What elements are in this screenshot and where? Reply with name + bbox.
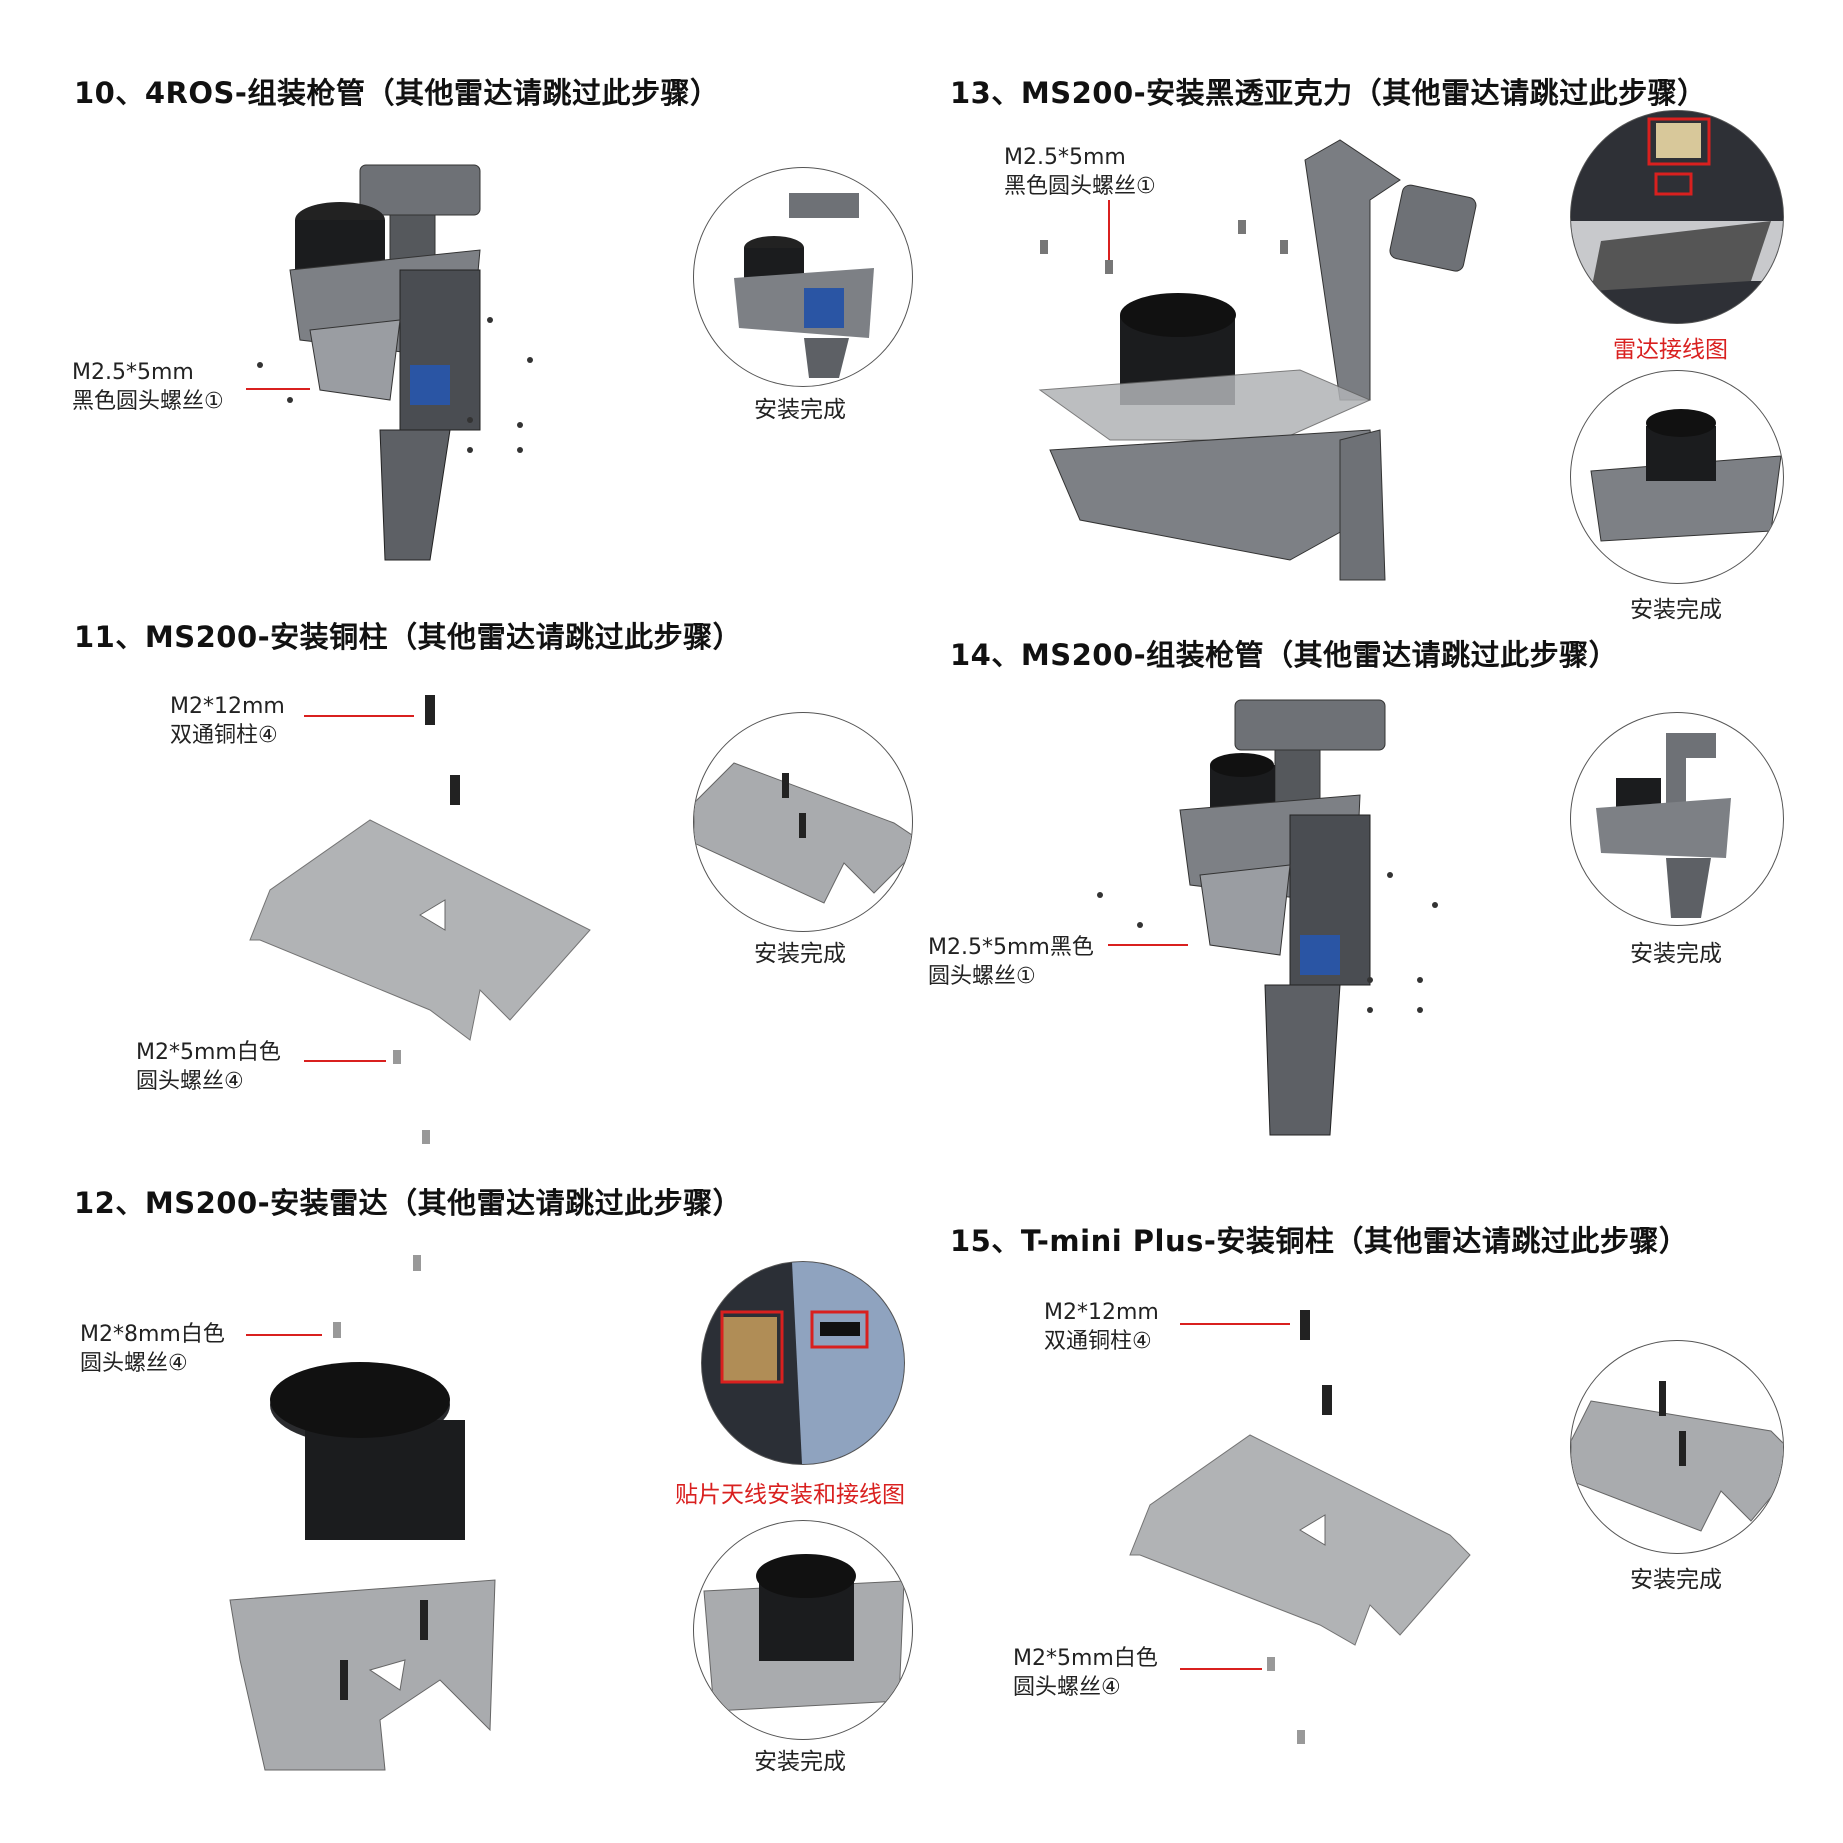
step-11-standoff-leader [304,715,414,717]
step-11-title: 11、MS200-安装铜柱（其他雷达请跳过此步骤） [74,620,743,654]
step-12-screw-label: M2*8mm白色 圆头螺丝④ [80,1322,225,1376]
step-12-complete-circle [693,1520,913,1740]
step-13-complete-circle [1570,370,1784,584]
step-15-screw-leader [1180,1668,1262,1670]
step-10-complete-circle [693,167,913,387]
step-11-complete-label: 安装完成 [754,941,846,967]
step-14-leader-line [1108,944,1188,946]
step-11-plate-illustration [249,695,591,1144]
step-11-standoff-label: M2*12mm 双通铜柱④ [170,694,285,748]
step-10-leader-line [246,388,310,390]
step-15-complete-label: 安装完成 [1630,1567,1722,1593]
step-13-title: 13、MS200-安装黑透亚克力（其他雷达请跳过此步骤） [950,76,1707,110]
step-15-standoff-leader [1180,1323,1290,1325]
step-15-screw-label: M2*5mm白色 圆头螺丝④ [1013,1646,1158,1700]
step-15-complete-circle [1570,1340,1784,1554]
step-13-photo-caption: 雷达接线图 [1613,337,1728,363]
step-13-wiring-photo [1570,110,1784,324]
step-14-complete-label: 安装完成 [1630,941,1722,967]
step-12-lidar-illustration [229,1255,496,1771]
step-10-screw-label: M2.5*5mm 黑色圆头螺丝① [72,360,224,414]
step-11-screw-label: M2*5mm白色 圆头螺丝④ [136,1040,281,1094]
step-14-complete-circle [1570,712,1784,926]
step-12-complete-label: 安装完成 [754,1749,846,1775]
step-14-gun-assembly-illustration [1097,699,1438,1136]
step-13-leader-line [1108,200,1110,260]
step-13-complete-label: 安装完成 [1630,597,1722,623]
step-15-standoff-label: M2*12mm 双通铜柱④ [1044,1300,1159,1354]
step-13-screw-label: M2.5*5mm 黑色圆头螺丝① [1004,145,1156,199]
step-12-antenna-photo [701,1261,905,1465]
step-11-screw-leader [304,1060,386,1062]
step-10-complete-label: 安装完成 [754,397,846,423]
step-12-leader-line [246,1334,322,1336]
step-10-gun-assembly-illustration [257,164,533,561]
step-12-title: 12、MS200-安装雷达（其他雷达请跳过此步骤） [74,1186,743,1220]
step-13-acrylic-illustration [1038,139,1477,581]
step-10-title: 10、4ROS-组装枪管（其他雷达请跳过此步骤） [74,76,720,110]
step-14-title: 14、MS200-组装枪管（其他雷达请跳过此步骤） [950,638,1619,672]
step-12-photo-caption: 贴片天线安装和接线图 [675,1482,905,1508]
step-14-screw-label: M2.5*5mm黑色 圆头螺丝① [928,935,1094,989]
step-15-title: 15、T-mini Plus-安装铜柱（其他雷达请跳过此步骤） [950,1224,1689,1258]
step-15-plate-illustration [1129,1310,1471,1744]
step-11-complete-circle [693,712,913,932]
